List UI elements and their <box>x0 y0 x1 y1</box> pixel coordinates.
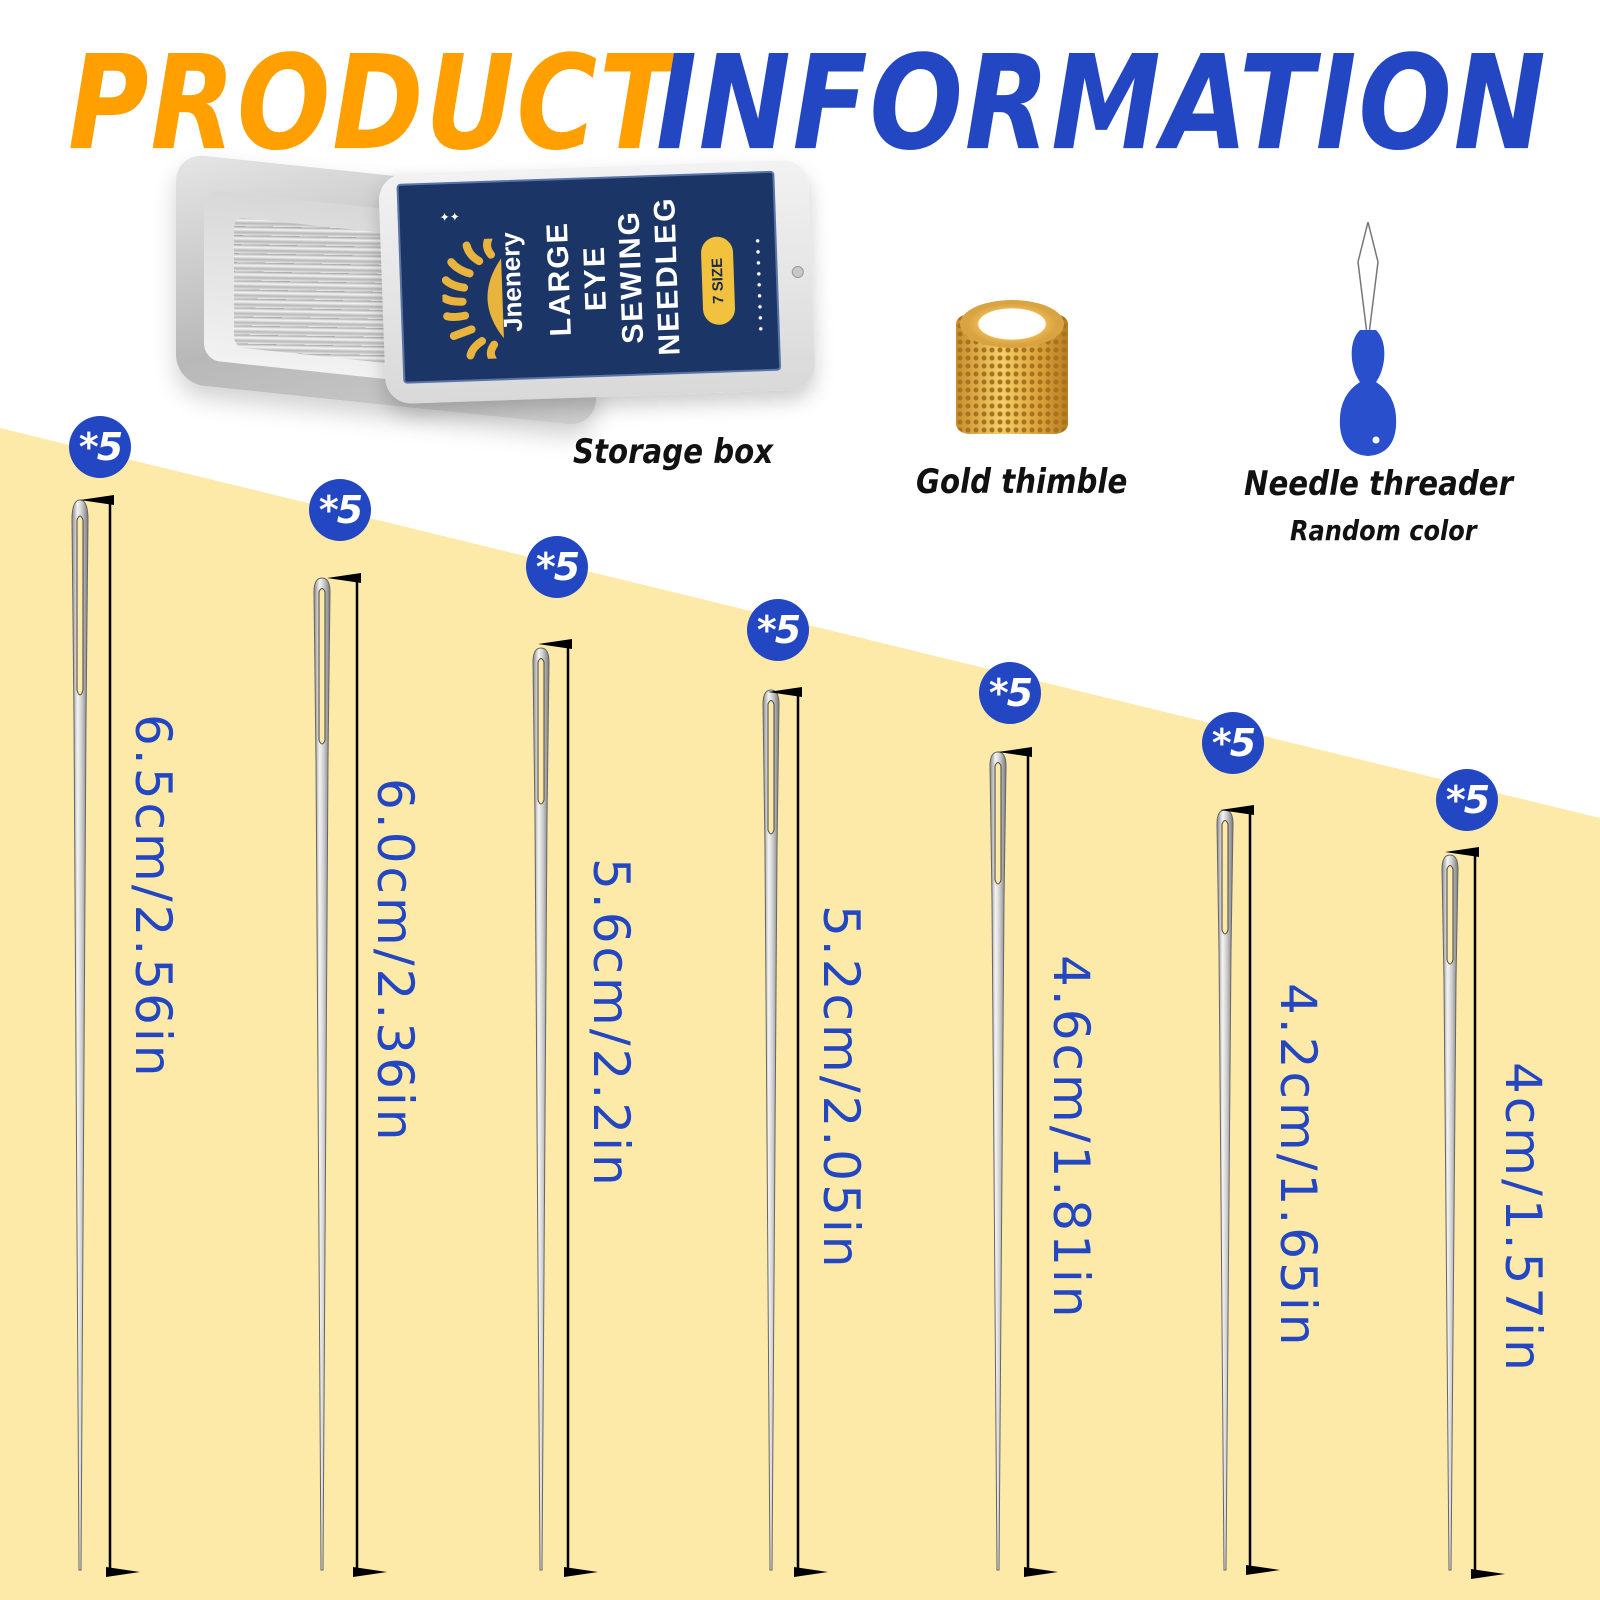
needle-length-label: 5.6cm/2.2in <box>582 858 640 1189</box>
quantity-badge: *5 <box>526 536 588 598</box>
quantity-badge: *5 <box>979 662 1041 724</box>
lid-label: ✦✦ Jnenery LARGE EYE SEWING <box>396 170 782 384</box>
threader-handle-icon <box>1339 330 1397 456</box>
quantity-badge: *5 <box>1202 712 1264 774</box>
title-information: INFORMATION <box>656 27 1548 180</box>
needle-length-label: 6.5cm/2.56in <box>124 714 182 1080</box>
sun-logo-icon <box>440 237 504 361</box>
quantity-badge: *5 <box>1436 769 1498 831</box>
tin-lid: ✦✦ Jnenery LARGE EYE SEWING <box>378 159 816 405</box>
storage-box-label: Storage box <box>573 432 774 472</box>
needle-length-label: 4cm/1.57in <box>1494 1062 1552 1374</box>
title-product: PRODUCT <box>68 27 676 180</box>
gold-thimble-label: Gold thimble <box>916 462 1128 502</box>
storage-box-image: ✦✦ Jnenery LARGE EYE SEWING <box>172 152 832 428</box>
quantity-badge: *5 <box>747 599 809 661</box>
needle-length-label: 4.2cm/1.65in <box>1269 983 1327 1349</box>
gold-thimble-image <box>956 300 1068 440</box>
needle-2 <box>313 573 387 1577</box>
needle-1 <box>71 495 140 1577</box>
needle-length-label: 4.6cm/1.81in <box>1042 955 1100 1321</box>
needle-length-label: 6.0cm/2.36in <box>366 778 424 1144</box>
needle-4 <box>762 687 828 1577</box>
thimble-opening <box>960 300 1064 348</box>
quantity-badge: *5 <box>69 416 131 478</box>
threader-wire-icon <box>1357 222 1379 342</box>
random-color-note: Random color <box>1290 514 1477 547</box>
needle-threader-image <box>1330 222 1410 462</box>
needle-length-label: 5.2cm/2.05in <box>812 905 870 1271</box>
needle-5 <box>989 747 1058 1577</box>
quantity-badge: *5 <box>309 479 371 541</box>
needle-3 <box>532 639 598 1577</box>
needle-threader-label: Needle threader <box>1244 464 1514 504</box>
page-title: PRODUCT INFORMATION <box>0 20 1600 170</box>
needle-6 <box>1216 805 1280 1575</box>
needle-7 <box>1441 847 1505 1579</box>
